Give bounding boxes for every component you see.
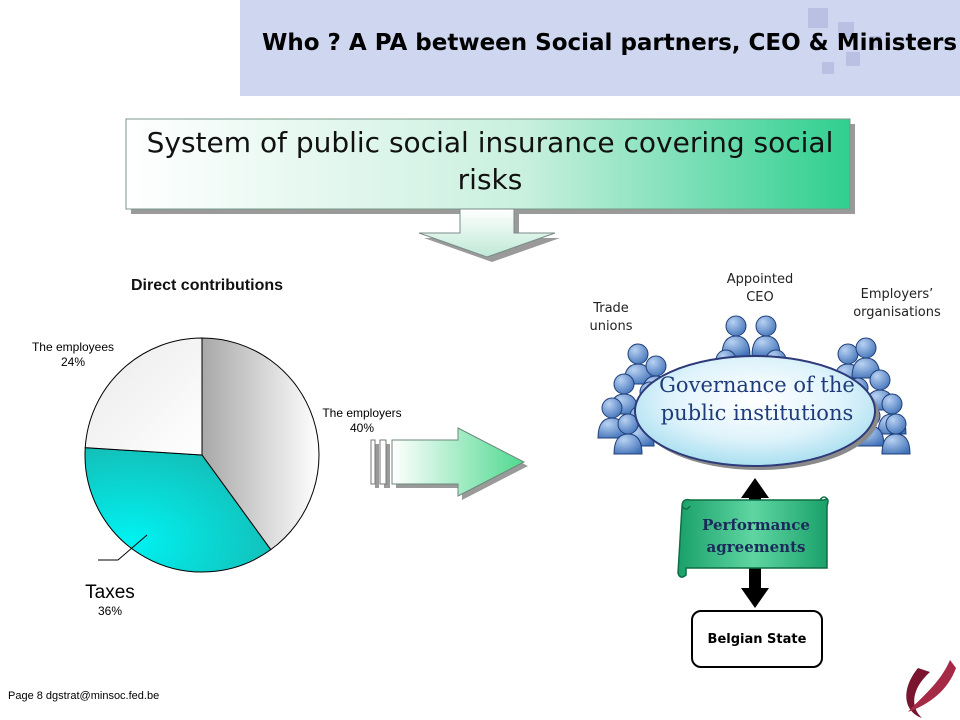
belgian-state-box: Belgian State <box>691 610 823 668</box>
performance-label: Performance agreements <box>702 516 810 556</box>
pie-label-employees-percent: 24% <box>60 355 86 369</box>
decorative-square <box>870 36 882 48</box>
pie-label-taxes-percent: 36% <box>97 604 123 618</box>
down-arrow <box>418 208 556 258</box>
decorative-square <box>846 52 860 66</box>
right-arrow <box>370 427 528 500</box>
performance-scroll <box>677 496 829 578</box>
page-title: Who ? A PA between Social partners, CEO … <box>262 30 958 56</box>
ministry-logo <box>906 660 956 718</box>
decorative-square <box>822 62 834 74</box>
pie-label-taxes: Taxes 36% <box>70 582 150 619</box>
pie-label-employees: The employees 24% <box>28 340 118 370</box>
employers-organisations-label: Employers’ organisations <box>853 287 941 320</box>
pie-label-employees-name: The employees <box>31 340 115 354</box>
decorative-square <box>808 8 828 28</box>
pie-chart-title: Direct contributions <box>131 277 284 294</box>
person-icon <box>851 337 881 379</box>
system-box-label: System of public social insurance coveri… <box>146 126 834 196</box>
governance-ellipse <box>634 355 876 467</box>
person-icon <box>613 413 643 455</box>
pie-label-employers: The employers 40% <box>312 406 412 436</box>
governance-label: Governance of the public institutions <box>659 373 855 425</box>
pie-slice-employees <box>84 337 203 456</box>
person-icon <box>881 413 911 455</box>
pie-label-taxes-name: Taxes <box>85 582 135 603</box>
taxes-leader-line <box>117 534 148 561</box>
pie-label-employers-percent: 40% <box>349 421 375 435</box>
title-banner <box>240 0 960 96</box>
decorative-square <box>838 22 854 38</box>
pie-chart <box>84 337 320 573</box>
pie-slice-taxes <box>84 447 272 573</box>
pie-slice-employers <box>201 337 320 551</box>
pie-label-employers-name: The employers <box>322 406 402 420</box>
system-box <box>125 118 851 210</box>
appointed-ceo-label: Appointed CEO <box>726 272 794 305</box>
trade-unions-label: Trade unions <box>589 301 633 334</box>
footer-text: Page 8 dgstrat@minsoc.fed.be <box>8 690 160 702</box>
